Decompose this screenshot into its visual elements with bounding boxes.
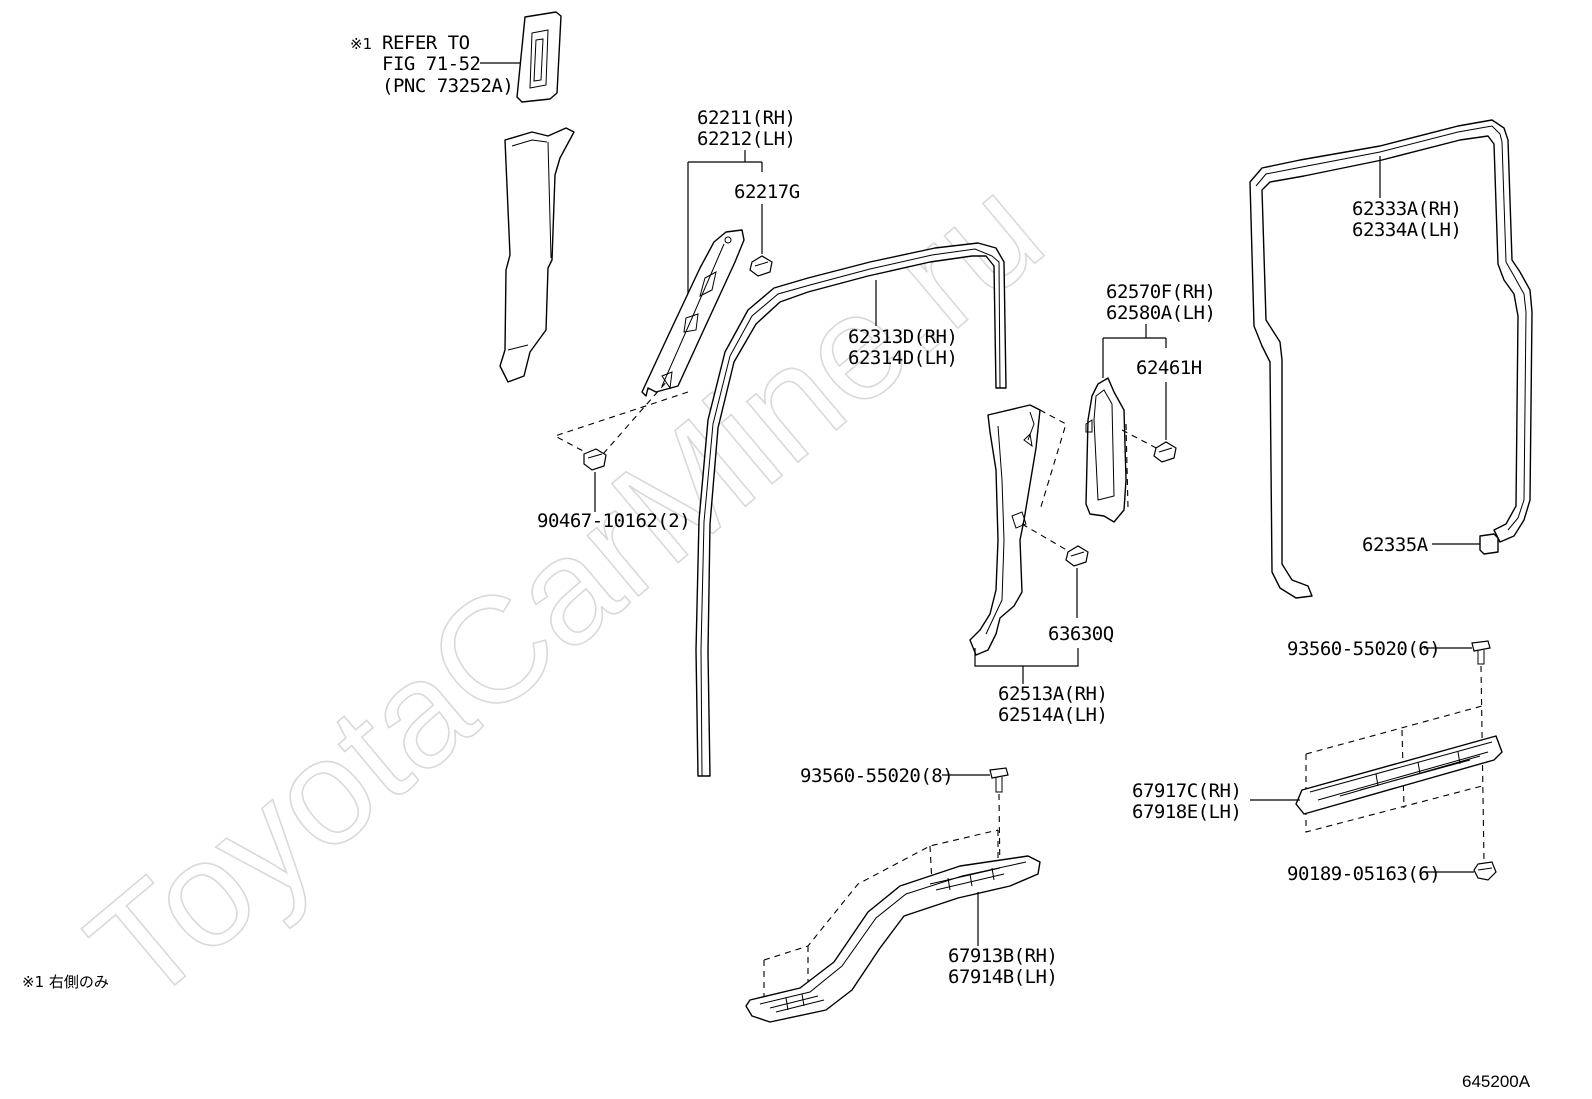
footnote: ※1 右側のみ [22, 973, 109, 991]
refer-line-2: FIG 71-52 [382, 53, 480, 75]
center-pillar-garnish [969, 404, 1071, 656]
label-90467: 90467-10162(2) [537, 510, 690, 532]
door-opening-weatherstrip [695, 242, 1007, 777]
label-67917C: 67917C(RH) 67918E(LH) [1132, 780, 1300, 823]
label-67917C-rh: 67917C(RH) [1132, 780, 1241, 802]
figure-code: 645200A [1462, 1072, 1531, 1091]
label-62335A: 62335A [1362, 533, 1499, 556]
label-62580A-lh: 62580A(LH) [1106, 302, 1215, 324]
label-67914B-lh: 67914B(LH) [948, 966, 1057, 988]
refer-line-1: REFER TO [382, 32, 470, 54]
label-62217G: 62217G [734, 181, 800, 254]
label-62514A-lh: 62514A(LH) [998, 704, 1107, 726]
label-90189: 90189-05163(6) [1287, 863, 1440, 885]
label-62217G-text: 62217G [734, 181, 800, 203]
screw-93560-a [1471, 640, 1491, 863]
label-62333A: 62333A(RH) 62334A(LH) [1352, 156, 1462, 241]
label-62461H-text: 62461H [1136, 357, 1202, 379]
label-67918E-lh: 67918E(LH) [1132, 801, 1241, 823]
label-63630Q: 63630Q [1048, 623, 1114, 645]
assist-grip-cover [516, 11, 562, 103]
label-93560-a-text: 93560-55020(6) [1287, 638, 1440, 660]
label-62314D-lh: 62314D(LH) [848, 347, 957, 369]
label-62570F: 62570F(RH) 62580A(LH) [1102, 281, 1216, 378]
label-62333A-rh: 62333A(RH) [1352, 198, 1461, 220]
label-62313D-rh: 62313D(RH) [848, 326, 957, 348]
refer-line-3: (PNC 73252A) [382, 75, 513, 97]
label-62513A-rh: 62513A(RH) [998, 683, 1107, 705]
clip-63630Q: 63630Q [1048, 545, 1114, 645]
refer-mark: ※1 [350, 35, 372, 53]
label-62313D: 62313D(RH) 62314D(LH) [848, 280, 958, 369]
clip-62217G [749, 255, 773, 277]
pillar-garnish-upper [499, 127, 575, 383]
label-62334A-lh: 62334A(LH) [1352, 219, 1461, 241]
clip-90189: 90189-05163(6) [1287, 861, 1497, 885]
label-93560-a: 93560-55020(6) [1287, 638, 1472, 660]
label-62212-lh: 62212(LH) [697, 128, 795, 150]
refer-note: ※1 REFER TO FIG 71-52 (PNC 73252A) [350, 32, 522, 97]
label-62513A: 62513A(RH) 62514A(LH) [974, 648, 1108, 726]
label-62211: 62211(RH) 62212(LH) [687, 107, 796, 294]
step-plate-67913B [745, 829, 1041, 1023]
quarter-trim-62570F [1085, 377, 1161, 523]
pillar-garnish-62211 [641, 229, 745, 397]
label-93560-b-text: 93560-55020(8) [800, 765, 953, 787]
clip-62461H [1153, 441, 1177, 463]
step-plate-67917C [1295, 705, 1503, 833]
label-62211-rh: 62211(RH) [697, 107, 795, 129]
clip-90467 [553, 379, 689, 512]
label-67913B-rh: 67913B(RH) [948, 945, 1057, 967]
back-door-weatherstrip [1249, 119, 1533, 599]
label-62335A-text: 62335A [1362, 534, 1429, 556]
label-62461H: 62461H [1136, 357, 1202, 440]
label-67913B: 67913B(RH) 67914B(LH) [948, 892, 1058, 988]
label-93560-b: 93560-55020(8) [800, 765, 990, 787]
label-62570F-rh: 62570F(RH) [1106, 281, 1215, 303]
